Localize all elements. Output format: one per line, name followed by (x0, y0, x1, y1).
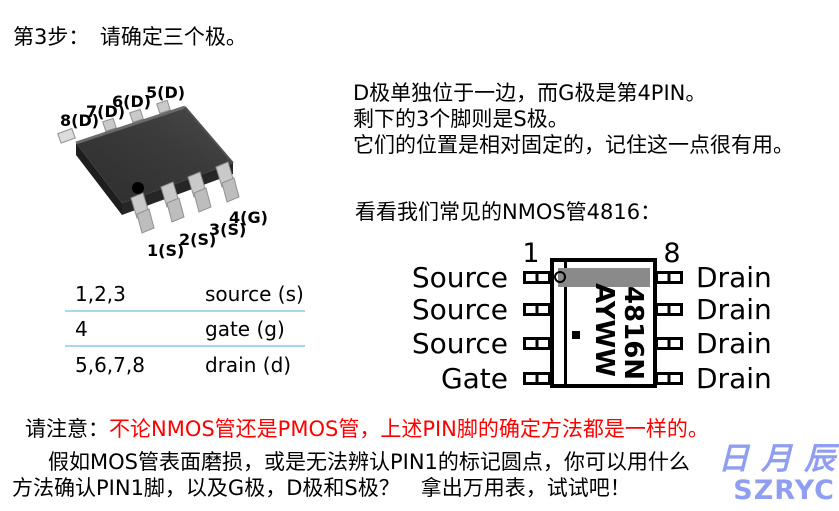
diagram-label-drain-7: Drain (696, 293, 772, 326)
diagram-label-drain-5: Drain (696, 362, 772, 395)
marking-text: AYWW (589, 283, 619, 377)
pin-2 (523, 303, 551, 316)
soic8-package-illustration (57, 99, 240, 234)
explain-line2: 剩下的3个脚则是S极。 (353, 107, 569, 131)
pin8-number: 8 (663, 238, 681, 269)
photo-pin8-label: 8(D) (60, 111, 100, 130)
table-row: 4 gate (g) (65, 312, 305, 347)
notice-line: 请注意：不论NMOS管还是PMOS管，上述PIN脚的确定方法都是一样的。 (25, 413, 709, 443)
pin-6 (655, 337, 683, 350)
photo-pin4-label: 4(G) (229, 208, 268, 227)
role-cell: source (s) (205, 281, 304, 306)
top-gray-bar (558, 268, 650, 287)
role-cell: gate (g) (205, 316, 285, 341)
pins-cell: 5,6,7,8 (75, 352, 145, 377)
photo-pin2-label: 2(S) (179, 230, 217, 249)
table-row: 1,2,3 source (s) (65, 277, 305, 312)
photo-pin5-label: 5(D) (146, 83, 186, 102)
pin1-column-line (564, 262, 567, 384)
pinout-diagram: 1 8 Source Source Source Gate Drain Drai… (412, 230, 839, 405)
notice-label: 请注意： (25, 417, 109, 441)
diagram-label-gate: Gate (440, 362, 508, 395)
pin1-circle-marker (554, 271, 566, 283)
question-paragraph: 假如MOS管表面磨损，或是无法辨认PIN1的标记圆点，你可以用什么 方法确认PI… (12, 449, 752, 501)
watermark-chinese: 日月辰 (718, 441, 839, 477)
photo-pin6-label: 6(D) (112, 92, 152, 111)
pins-cell: 1,2,3 (75, 281, 126, 306)
diagram-label-drain-6: Drain (696, 327, 772, 360)
body-square-marker (572, 331, 580, 339)
pin-8 (655, 271, 683, 284)
watermark: 日月辰 SZRYC (718, 441, 835, 505)
diagram-label-source-2: Source (411, 293, 508, 326)
diagram-label-source-3: Source (411, 327, 508, 360)
nmos-lead-in: 看看我们常见的NMOS管4816： (355, 200, 662, 224)
chip-outline: 4816N AYWW (550, 258, 657, 388)
explanation-text: D极单独位于一边，而G极是第4PIN。 剩下的3个脚则是S极。 它们的位置是相对… (353, 80, 794, 158)
notice-warning: 不论NMOS管还是PMOS管，上述PIN脚的确定方法都是一样的。 (109, 417, 709, 441)
role-cell: drain (d) (205, 352, 292, 377)
date-code: AYWW (589, 283, 619, 377)
pin1-dot-marker (132, 182, 144, 194)
explain-line3: 它们的位置是相对固定的，记住这一点很有用。 (353, 133, 794, 157)
diagram-label-drain-8: Drain (696, 261, 772, 294)
pin-1 (523, 271, 551, 284)
photo-pin3-label: 3(S) (209, 220, 247, 239)
pin1-number: 1 (522, 238, 540, 269)
table-row: 5,6,7,8 drain (d) (65, 347, 305, 382)
question-line2: 方法确认PIN1脚，以及G极，D极和S极？ 拿出万用表，试试吧！ (12, 476, 631, 500)
chip-photo: 8(D) 7(D) 6(D) 5(D) 1(S) 2(S) 3(S) 4(G) (28, 78, 333, 278)
front-pins (130, 161, 240, 234)
pin-5 (655, 372, 683, 385)
pin-3 (523, 337, 551, 350)
pins-cell: 4 (75, 316, 88, 341)
explain-line1: D极单独位于一边，而G极是第4PIN。 (353, 81, 707, 105)
watermark-latin: SZRYC (733, 475, 835, 506)
part-number-text: 4816N (618, 286, 648, 380)
page-title: 第3步： 请确定三个极。 (13, 25, 247, 49)
photo-pin1-label: 1(S) (147, 241, 185, 260)
photo-pin7-label: 7(D) (86, 102, 126, 121)
pin-7 (655, 303, 683, 316)
question-line1: 假如MOS管表面磨损，或是无法辨认PIN1的标记圆点，你可以用什么 (48, 450, 690, 474)
pin-4 (523, 372, 551, 385)
pin-assignment-table: 1,2,3 source (s) 4 gate (g) 5,6,7,8 drai… (65, 277, 305, 382)
part-number: 4816N (618, 285, 648, 381)
back-pins (57, 99, 171, 144)
diagram-label-source-1: Source (411, 261, 508, 294)
